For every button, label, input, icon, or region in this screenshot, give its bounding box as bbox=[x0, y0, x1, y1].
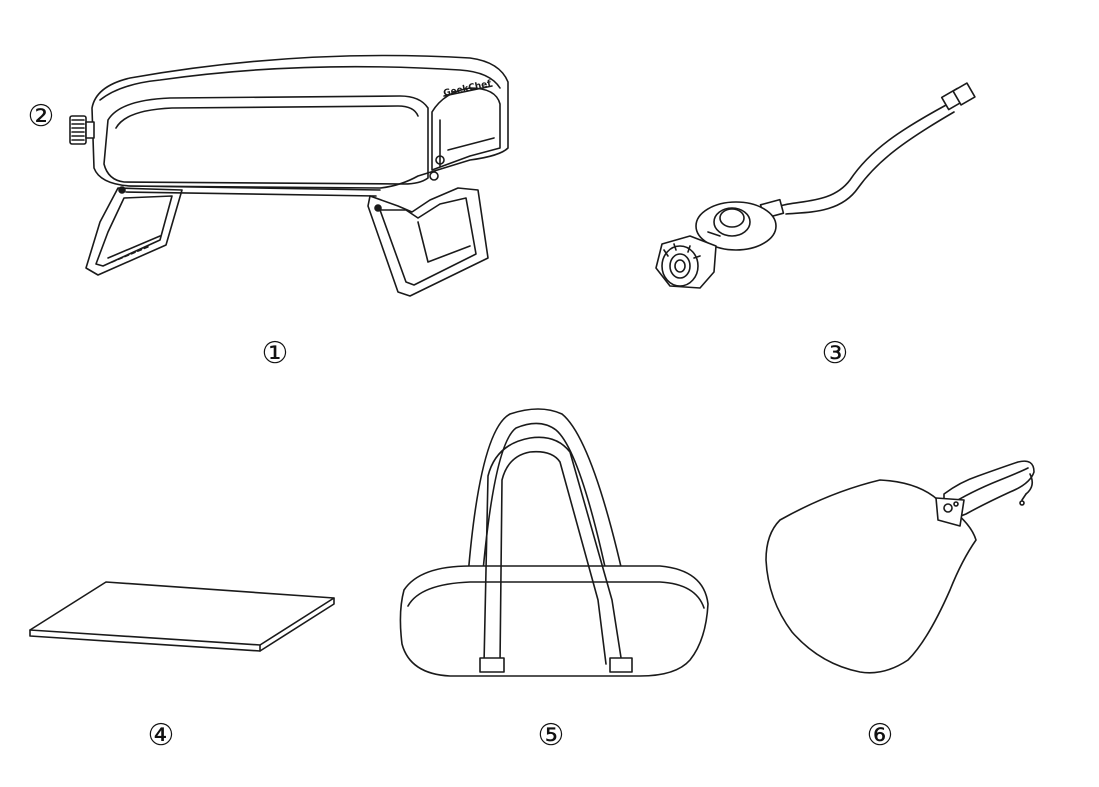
label-regulator: ③ bbox=[821, 336, 849, 371]
control-knob bbox=[70, 116, 94, 144]
pizza-oven bbox=[86, 56, 508, 297]
oven-right-leg bbox=[368, 188, 488, 296]
label-bag: ⑤ bbox=[537, 718, 565, 753]
carry-bag bbox=[400, 409, 708, 676]
label-stone: ④ bbox=[147, 718, 175, 753]
hose-regulator bbox=[656, 83, 975, 288]
pizza-peel bbox=[766, 461, 1034, 673]
label-oven: ① bbox=[261, 336, 289, 371]
pizza-stone bbox=[30, 582, 334, 651]
oven-body bbox=[92, 56, 508, 189]
label-knob: ② bbox=[27, 99, 55, 134]
label-peel: ⑥ bbox=[866, 718, 894, 753]
oven-left-leg bbox=[86, 188, 182, 275]
